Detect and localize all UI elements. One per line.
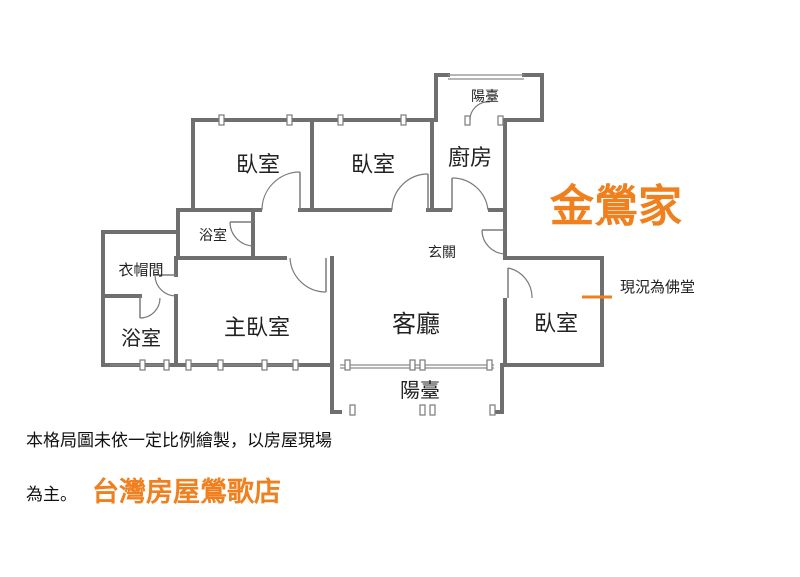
room-label-bedroom-2: 臥室: [351, 153, 395, 178]
door-swing: [289, 257, 327, 293]
store-name: 台灣房屋鶯歌店: [92, 477, 281, 508]
window-marker: [429, 404, 436, 416]
window-marker: [139, 359, 146, 371]
wall-segment: [176, 208, 195, 260]
room-label-kitchen: 廚房: [448, 146, 492, 171]
door-swing: [481, 229, 506, 255]
room-label-bedroom-1: 臥室: [236, 153, 280, 178]
window-marker: [419, 404, 426, 416]
window-marker: [344, 359, 351, 371]
disclaimer-suffix: 為主。: [26, 485, 77, 505]
disclaimer-line-2: 為主。: [26, 480, 77, 505]
window-marker: [409, 359, 416, 371]
room-label-bedroom-3: 臥室: [534, 312, 578, 337]
room-label-entrance: 玄關: [428, 244, 456, 261]
door-swing: [139, 297, 161, 319]
door-swing: [391, 173, 429, 211]
room-label-balcony-top: 陽臺: [471, 89, 499, 105]
window-marker: [400, 114, 407, 126]
wall-segment: [503, 256, 604, 367]
disclaimer-line-1: 本格局圖未依一定比例繪製，以房屋現場: [26, 431, 332, 451]
window-marker: [217, 359, 224, 371]
room-label-wardrobe: 衣帽間: [118, 261, 163, 279]
window-marker: [218, 114, 225, 126]
window-marker: [292, 359, 299, 371]
door-swing: [507, 267, 533, 299]
brand-label: 金鶯家: [549, 181, 682, 232]
window-marker: [349, 404, 356, 416]
room-label-balcony-bottom: 陽臺: [400, 378, 440, 402]
room-label-living-room: 客廳: [392, 310, 440, 338]
room-label-master-bedroom: 主臥室: [224, 316, 290, 341]
door-swing: [229, 221, 254, 247]
door-swing: [154, 274, 177, 297]
window-marker: [489, 404, 496, 416]
window-marker: [486, 359, 493, 371]
windows: [110, 74, 524, 416]
door-swing: [451, 177, 489, 211]
annotation-text: 現況為佛堂: [620, 278, 695, 296]
window-marker: [497, 115, 504, 126]
door-swing: [469, 101, 491, 121]
doors: [139, 101, 533, 319]
window-marker: [464, 115, 471, 126]
wall-segment: [503, 73, 544, 122]
window-marker: [163, 359, 170, 371]
window-marker: [337, 114, 344, 126]
window-marker: [261, 359, 268, 371]
wall-segment: [434, 73, 450, 122]
window-marker: [286, 114, 293, 126]
room-label-bath-2: 浴室: [121, 326, 161, 350]
window-marker: [185, 359, 192, 371]
door-swing: [261, 171, 301, 211]
window-marker: [419, 359, 426, 371]
room-label-bath-1: 浴室: [199, 227, 227, 244]
walls: [101, 73, 604, 414]
